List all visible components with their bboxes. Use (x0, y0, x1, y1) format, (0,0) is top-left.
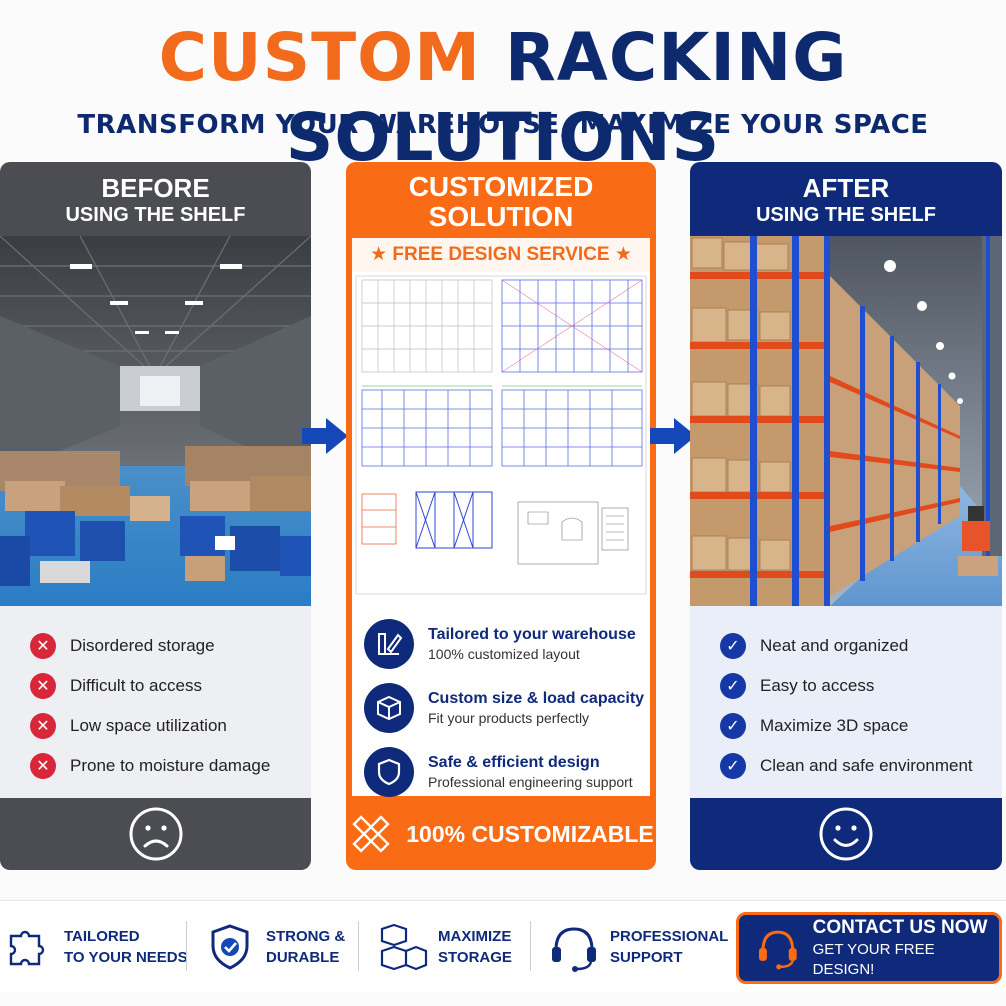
bottom-feature-line2: SUPPORT (610, 949, 683, 966)
before-footer (0, 798, 311, 870)
after-footer (690, 798, 1002, 870)
benefit-label: Clean and safe environment (760, 756, 973, 775)
stacked-boxes-icon (374, 919, 430, 975)
divider (530, 921, 531, 971)
after-benefit-list: ✓ Neat and organized ✓ Easy to access ✓ … (690, 606, 1002, 798)
bottom-feature-line1: MAXIMIZE (438, 928, 512, 945)
customizable-banner: 100% CUSTOMIZABLE (346, 798, 656, 870)
list-item: ✓ Easy to access (720, 666, 1002, 706)
contact-title: CONTACT US NOW (812, 917, 988, 938)
arrow-right-icon (650, 418, 696, 454)
feature-item: Safe & efficient design Professional eng… (352, 740, 650, 804)
contact-us-button[interactable]: CONTACT US NOW GET YOUR FREE DESIGN! (736, 912, 1002, 984)
messy-warehouse-photo (0, 236, 311, 606)
headset-icon (758, 930, 797, 970)
list-item: ✕ Low space utilization (30, 706, 311, 746)
smiley-face-icon (819, 807, 873, 861)
bottom-feature-strong: STRONG & DURABLE (202, 901, 345, 993)
before-title: BEFORE (101, 173, 210, 203)
divider (186, 921, 187, 971)
solution-column: CUSTOMIZED SOLUTION ★ FREE DESIGN SERVIC… (346, 162, 656, 870)
feature-title: Custom size & load capacity (428, 690, 645, 707)
x-icon: ✕ (30, 673, 56, 699)
headset-icon (546, 919, 602, 975)
list-item: ✓ Clean and safe environment (720, 746, 1002, 786)
after-title: AFTER (802, 173, 890, 203)
bottom-feature-tailored: TAILORED TO YOUR NEEDS (0, 901, 188, 993)
list-item: ✓ Maximize 3D space (720, 706, 1002, 746)
shield-icon (364, 747, 414, 797)
solution-title-line1: CUSTOMIZED (408, 171, 594, 202)
contact-subtitle: GET YOUR FREE DESIGN! (812, 941, 935, 978)
ruler-pencil-icon (364, 619, 414, 669)
bottom-feature-storage: MAXIMIZE STORAGE (374, 901, 512, 993)
x-icon: ✕ (30, 753, 56, 779)
solution-feature-list: Tailored to your warehouse 100% customiz… (352, 602, 650, 797)
solution-header: CUSTOMIZED SOLUTION (346, 162, 656, 238)
arrow-right-icon (302, 418, 348, 454)
bottom-feature-line1: STRONG & (266, 928, 346, 945)
before-subtitle: USING THE SHELF (65, 204, 246, 226)
bottom-feature-line1: PROFESSIONAL (610, 928, 729, 945)
feature-subtitle: 100% customized layout (428, 646, 580, 662)
title-custom: CUSTOM (158, 19, 481, 96)
benefit-label: Neat and organized (760, 636, 909, 655)
bottom-feature-line2: TO YOUR NEEDS (64, 949, 188, 966)
feature-subtitle: Fit your products perfectly (428, 710, 590, 726)
free-design-label: ★ FREE DESIGN SERVICE ★ (352, 238, 650, 272)
solution-title-line2: SOLUTION (428, 201, 574, 232)
before-column: BEFORE USING THE SHELF (0, 162, 311, 870)
check-icon: ✓ (720, 753, 746, 779)
puzzle-icon (0, 919, 56, 975)
check-icon: ✓ (720, 633, 746, 659)
list-item: ✕ Disordered storage (30, 626, 311, 666)
benefit-label: Easy to access (760, 676, 875, 695)
after-header: AFTER USING THE SHELF (690, 162, 1002, 236)
feature-subtitle: Professional engineering support (428, 774, 633, 790)
page-subtitle: TRANSFORM YOUR WAREHOUSE, MAXIMIZE YOUR … (77, 110, 929, 140)
list-item: ✓ Neat and organized (720, 626, 1002, 666)
problem-label: Low space utilization (70, 716, 227, 735)
bottom-feature-line2: STORAGE (438, 949, 512, 966)
bottom-feature-line1: TAILORED (64, 928, 140, 945)
before-header: BEFORE USING THE SHELF (0, 162, 311, 236)
x-icon: ✕ (30, 713, 56, 739)
list-item: ✕ Difficult to access (30, 666, 311, 706)
ruler-pencil-icon (352, 815, 390, 853)
divider (358, 921, 359, 971)
shield-check-icon (202, 919, 258, 975)
box-icon (364, 683, 414, 733)
check-icon: ✓ (720, 673, 746, 699)
feature-item: Tailored to your warehouse 100% customiz… (352, 612, 650, 676)
customizable-label: 100% CUSTOMIZABLE (406, 820, 654, 847)
x-icon: ✕ (30, 633, 56, 659)
organized-warehouse-photo (690, 236, 1002, 606)
rack-design-drawing (352, 272, 650, 602)
bottom-feature-support: PROFESSIONAL SUPPORT (546, 901, 728, 993)
problem-label: Prone to moisture damage (70, 756, 271, 775)
feature-item: Custom size & load capacity Fit your pro… (352, 676, 650, 740)
check-icon: ✓ (720, 713, 746, 739)
sad-face-icon (129, 807, 182, 861)
before-problem-list: ✕ Disordered storage ✕ Difficult to acce… (0, 606, 311, 798)
list-item: ✕ Prone to moisture damage (30, 746, 311, 786)
page-title: CUSTOM RACKING SOLUTIONS (0, 18, 1006, 178)
problem-label: Disordered storage (70, 636, 215, 655)
problem-label: Difficult to access (70, 676, 202, 695)
feature-title: Safe & efficient design (428, 754, 600, 771)
feature-title: Tailored to your warehouse (428, 626, 636, 643)
bottom-feature-line2: DURABLE (266, 949, 340, 966)
after-subtitle: USING THE SHELF (755, 204, 936, 226)
after-column: AFTER USING THE SHELF (690, 162, 1002, 870)
bottom-features-bar: TAILORED TO YOUR NEEDS STRONG & DURABLE (0, 900, 1006, 992)
benefit-label: Maximize 3D space (760, 716, 909, 735)
